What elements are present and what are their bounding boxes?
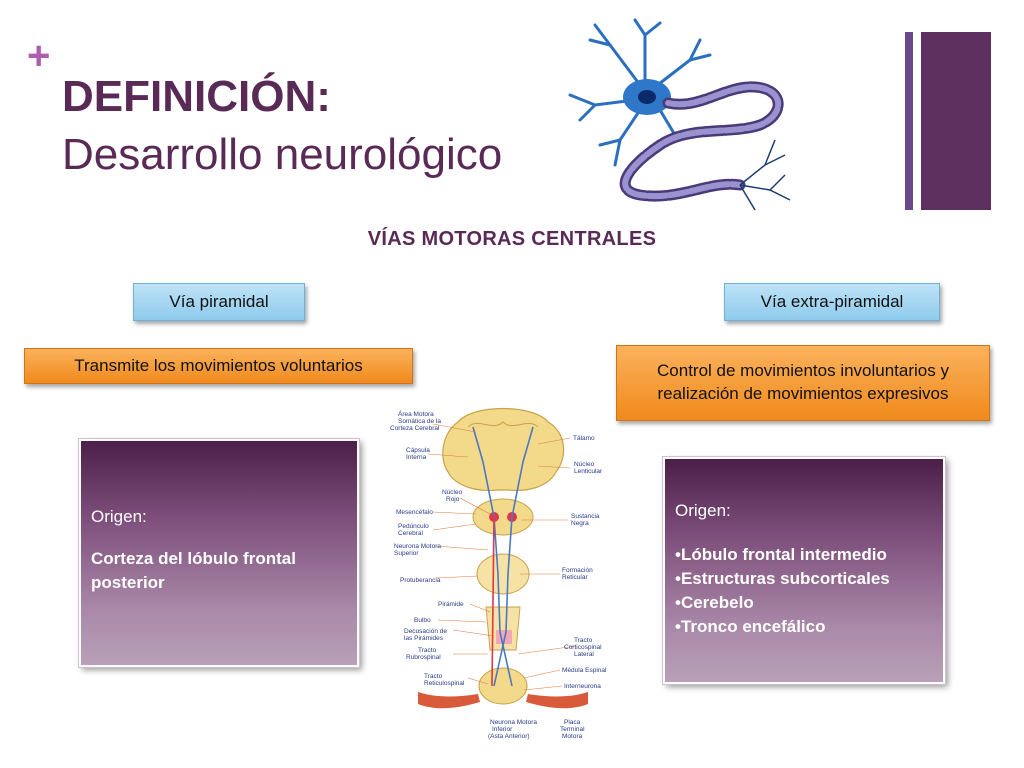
muscle-right xyxy=(526,692,588,709)
label-capsula: Cápsula xyxy=(406,447,430,454)
label-formacion-reticular: Reticular xyxy=(562,574,588,581)
label-area-motora: Somática de la xyxy=(398,418,441,425)
via-piramidal-label: Vía piramidal xyxy=(133,283,305,321)
label-neurona-superior: Superior xyxy=(394,550,419,557)
label-neurona-inferior: Inferior xyxy=(492,726,513,733)
label-formacion-reticular: Formación xyxy=(562,567,593,574)
label-sustancia-negra: Negra xyxy=(571,520,589,527)
via-extrapiramidal-label: Vía extra-piramidal xyxy=(724,283,940,321)
decorative-bar-thick xyxy=(921,32,991,210)
label-area-motora: Área Motora xyxy=(398,409,434,418)
extrapiramidal-description-line2: realización de movimientos expresivos xyxy=(657,384,949,403)
label-piramide: Pirámide xyxy=(438,601,464,608)
label-placa-motora: Motora xyxy=(562,733,583,740)
list-item: Tronco encefálico xyxy=(675,615,933,639)
page-title: DEFINICIÓN: xyxy=(62,72,331,121)
label-interneurona: Interneurona xyxy=(564,683,601,690)
motor-pathway-diagram: Área Motora Somática de la Corteza Cereb… xyxy=(390,408,607,740)
extrapiramidal-description-line1: Control de movimientos involuntarios y xyxy=(657,361,949,381)
extrapiramidal-origin-list: Lóbulo frontal intermedio Estructuras su… xyxy=(675,543,933,639)
label-decusacion: Decusación de xyxy=(404,628,447,635)
label-nucleo-lenticular: Núcleo xyxy=(574,461,595,468)
plus-icon: + xyxy=(27,34,51,78)
label-nucleo-rojo: Núcleo xyxy=(442,489,463,496)
spinal-cord-shape xyxy=(478,667,528,705)
via-piramidal-text: Vía piramidal xyxy=(169,292,269,311)
label-tracto-reticulospinal: Reticulospinal xyxy=(424,680,465,687)
label-neurona-inferior: Neurona Motora xyxy=(490,719,537,726)
neuron-illustration xyxy=(568,18,791,211)
label-mesencefalo: Mesencéfalo xyxy=(396,509,433,516)
label-neurona-inferior: (Asta Anterior) xyxy=(488,733,530,740)
list-item: Estructuras subcorticales xyxy=(675,567,933,591)
midbrain-shape xyxy=(472,498,534,536)
label-talamo: Tálamo xyxy=(573,435,595,442)
label-placa-motora: Terminal xyxy=(560,726,585,733)
via-extrapiramidal-text: Vía extra-piramidal xyxy=(760,292,904,311)
extrapiramidal-origin-heading: Origen: xyxy=(675,501,731,520)
label-nucleo-lenticular: Lenticular xyxy=(574,468,603,475)
page-subtitle: Desarrollo neurológico xyxy=(62,130,503,179)
label-placa-motora: Placa xyxy=(564,719,581,726)
muscle-left xyxy=(418,692,480,709)
label-sustancia-negra: Sustancia xyxy=(571,513,600,520)
label-tracto-corticospinal: Corticospinal xyxy=(564,644,602,651)
extrapiramidal-description-box: Control de movimientos involuntarios y r… xyxy=(616,345,990,421)
label-capsula: Interna xyxy=(406,454,427,461)
label-tracto-rubrospinal: Tracto xyxy=(418,647,437,654)
label-tracto-reticulospinal: Tracto xyxy=(424,673,443,680)
label-tracto-corticospinal: Tracto xyxy=(574,637,593,644)
label-neurona-superior: Neurona Motora xyxy=(394,543,441,550)
label-nucleo-rojo: Rojo xyxy=(446,496,460,503)
label-bulbo: Bulbo xyxy=(414,617,431,624)
piramidal-description-text: Transmite los movimientos voluntarios xyxy=(74,355,363,375)
piramidal-description-box: Transmite los movimientos voluntarios xyxy=(24,348,413,384)
label-medula-espinal: Médula Espinal xyxy=(562,667,607,674)
label-tracto-corticospinal: Lateral xyxy=(574,651,594,658)
label-pedunculo: Cerebral xyxy=(398,530,423,537)
piramidal-origin-text: Corteza del lóbulo frontal posterior xyxy=(91,549,296,592)
list-item: Cerebelo xyxy=(675,591,933,615)
label-area-motora: Corteza Cerebral xyxy=(390,425,440,432)
brain-shape xyxy=(442,408,565,492)
label-decusacion: las Pirámides xyxy=(404,635,444,642)
section-title: VÍAS MOTORAS CENTRALES xyxy=(367,228,657,250)
label-pedunculo: Pedúnculo xyxy=(398,523,429,530)
decorative-bar-thin xyxy=(905,32,913,210)
label-tracto-rubrospinal: Rubrospinal xyxy=(406,654,441,661)
piramidal-origin-box: Origen: Corteza del lóbulo frontal poste… xyxy=(78,438,360,668)
piramidal-origin-heading: Origen: xyxy=(91,507,147,526)
list-item: Lóbulo frontal intermedio xyxy=(675,543,933,567)
extrapiramidal-origin-box: Origen: Lóbulo frontal intermedio Estruc… xyxy=(662,456,946,685)
label-protuberancia: Protuberancia xyxy=(400,577,441,584)
